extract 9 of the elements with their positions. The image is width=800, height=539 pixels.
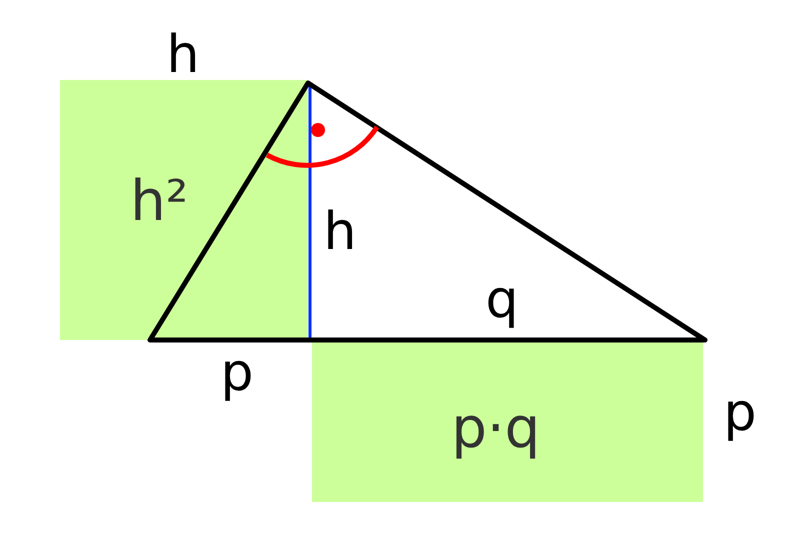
side-label: p (724, 387, 756, 439)
side-label: h (166, 29, 200, 81)
area-label: p·q (451, 401, 540, 458)
side-label: p (220, 347, 254, 399)
area-label: h² (130, 174, 188, 230)
square-area (312, 340, 703, 502)
square-area (60, 80, 308, 340)
height-label: h (324, 206, 356, 258)
side-label: q (486, 274, 518, 326)
